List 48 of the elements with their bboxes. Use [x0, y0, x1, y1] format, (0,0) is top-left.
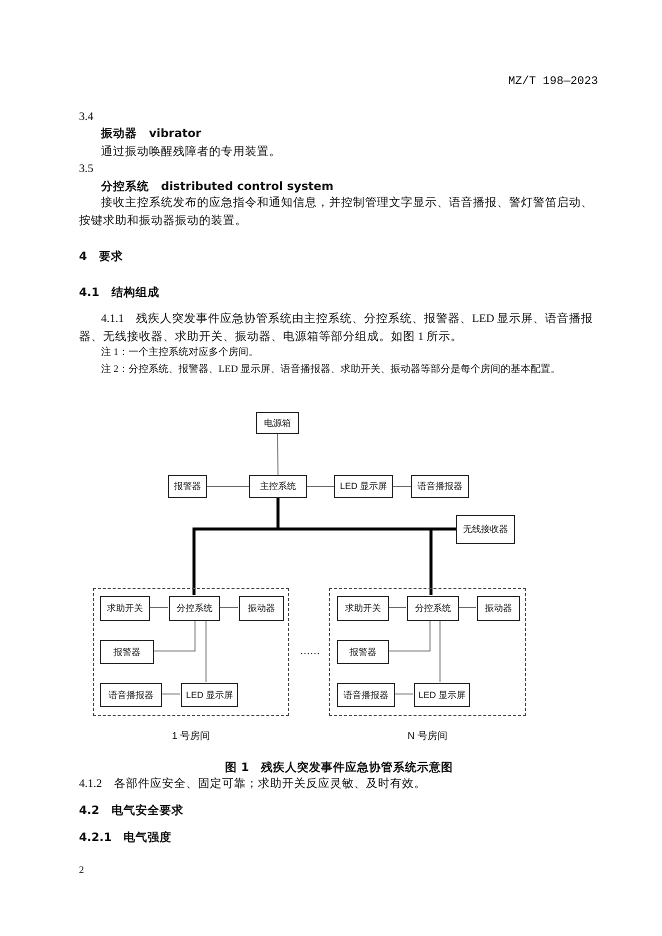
connector-line: [306, 486, 334, 487]
section-heading: 4.2.1 电气强度: [79, 829, 172, 846]
note-text: 注 1：一个主控系统对应多个房间。: [101, 346, 258, 360]
definition-text: 接收主控系统发布的应急指令和通知信息，并控制管理文字显示、语音播报、警灯警笛启动、按键求助和振动器振动的装置。: [79, 195, 594, 229]
connector-line: [277, 434, 278, 476]
standard-code: MZ/T 198—2023: [507, 74, 598, 90]
component-box: 分控系统: [407, 596, 459, 621]
connector-line: [388, 620, 430, 652]
component-box: 报警器: [100, 640, 154, 664]
section-heading: 4 要求: [79, 248, 124, 265]
component-box: 求助开关: [337, 596, 389, 621]
component-box: LED 显示屏: [181, 683, 238, 707]
connector-line: [218, 607, 238, 608]
component-box: 无线接收器: [456, 515, 515, 544]
connector-line: [206, 486, 250, 487]
connector-line: [392, 486, 412, 487]
component-box: 主控系统: [249, 475, 307, 498]
figure-caption: 图 1 残疾人突发事件应急协管系统示意图: [224, 759, 454, 776]
ellipsis: ……: [300, 645, 320, 659]
page-number: 2: [79, 864, 84, 878]
component-box: 语音播报器: [100, 683, 162, 707]
section-heading: 4.2 电气安全要求: [79, 802, 184, 819]
component-box: 报警器: [337, 640, 389, 664]
note-text: 注 2：分控系统、报警器、LED 显示屏、语音播报器、求助开关、振动器等部分是每个房间的基本配置。: [101, 362, 560, 377]
component-box: 振动器: [239, 596, 284, 621]
connector-line: [388, 607, 406, 608]
connector-line: [148, 607, 168, 608]
component-box: 语音播报器: [411, 475, 469, 498]
room-label: N 号房间: [406, 730, 448, 743]
room-label: 1 号房间: [170, 730, 212, 743]
component-box: 电源箱: [256, 412, 299, 434]
paragraph-text: 4.1.1 残疾人突发事件应急协管系统由主控系统、分控系统、报警器、LED 显示屏、语音播报器、无线接收器、求助开关、振动器、电源箱等部分组成。如图 1 所示。: [79, 311, 594, 345]
term-heading: 振动器 vibrator: [101, 125, 202, 142]
term-heading: 分控系统 distributed control system: [101, 178, 334, 195]
component-box: 分控系统: [169, 596, 220, 621]
paragraph-text: 4.1.2 各部件应安全、固定可靠；求助开关反应灵敏、及时有效。: [79, 776, 426, 792]
definition-text: 通过振动唤醒残障者的专用装置。: [101, 144, 281, 160]
section-heading: 4.1 结构组成: [79, 284, 160, 301]
clause-number: 3.5: [79, 162, 94, 177]
component-box: 语音播报器: [337, 683, 395, 707]
connector-line: [152, 620, 196, 652]
component-box: LED 显示屏: [334, 475, 393, 498]
component-box: 报警器: [168, 475, 207, 498]
component-box: LED 显示屏: [414, 683, 470, 707]
component-box: 求助开关: [100, 596, 150, 621]
connector-line: [458, 607, 476, 608]
component-box: 振动器: [477, 596, 520, 621]
clause-number: 3.4: [79, 110, 94, 125]
